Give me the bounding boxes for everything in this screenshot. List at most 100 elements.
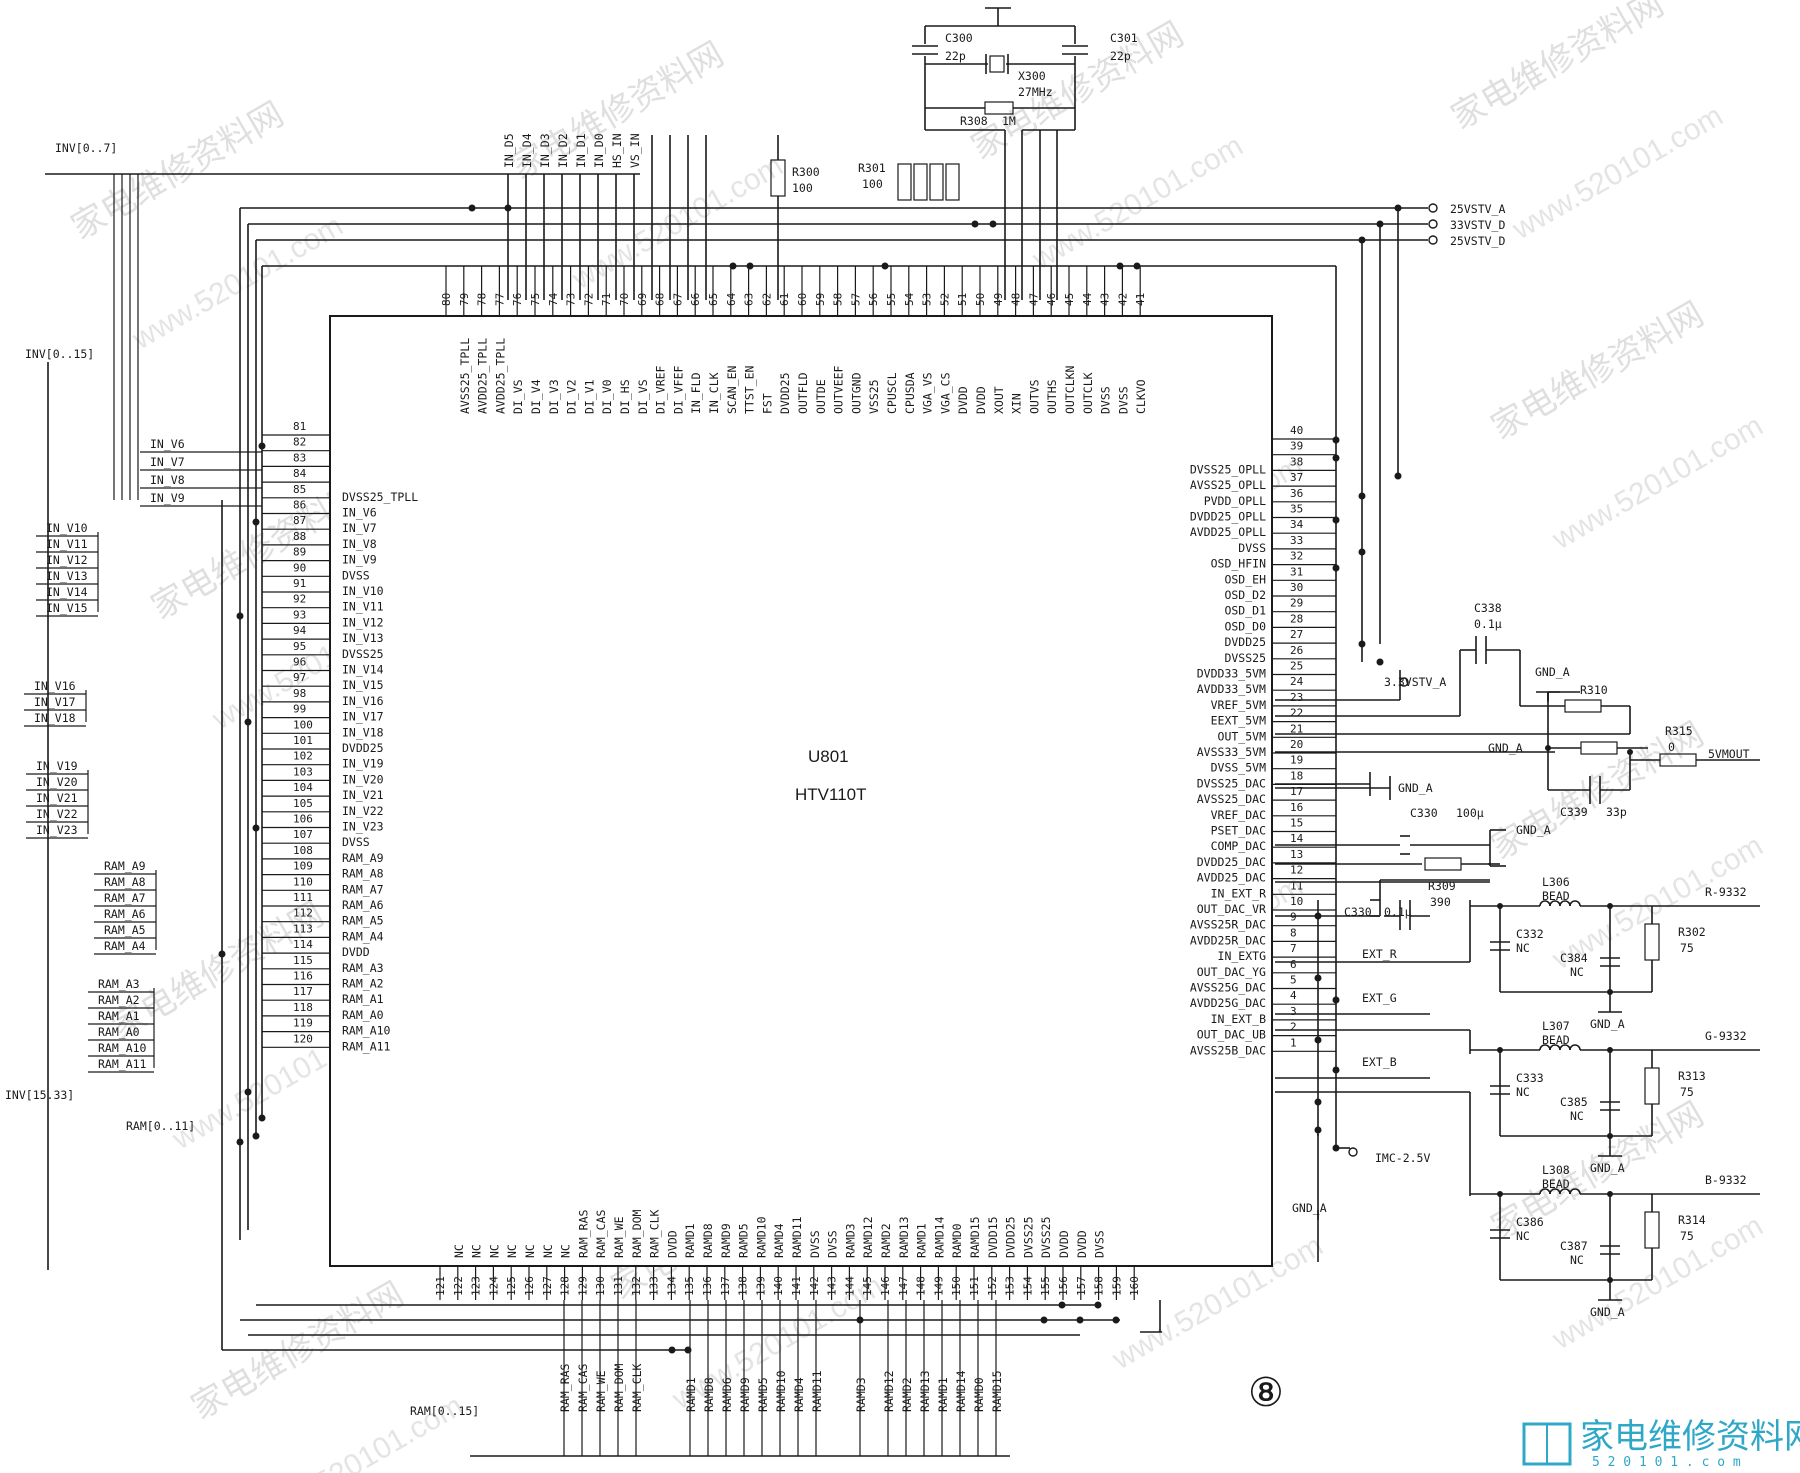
rail-25vstv-a: 25VSTV_A: [1450, 202, 1505, 216]
bottom-pin-number: 134: [665, 1276, 678, 1296]
c339-ref: C339: [1560, 805, 1588, 819]
bead-ref: L307: [1542, 1019, 1570, 1033]
right-pin-name: AVDD25R_DAC: [1190, 933, 1266, 947]
r301-value: 100: [862, 177, 883, 191]
right-pin-name: OSD_EH: [1224, 572, 1266, 586]
r310-ref: R310: [1580, 683, 1608, 697]
bottom-pin-number: 149: [932, 1276, 945, 1296]
left-pin-name: DVSS: [342, 835, 370, 849]
left-signal-label: RAM_A10: [98, 1041, 147, 1055]
bottom-pin-number: 132: [630, 1276, 643, 1296]
right-pin-number: 27: [1290, 628, 1303, 641]
left-pin-name: IN_V15: [342, 678, 384, 692]
left-pin-number: 104: [293, 781, 313, 794]
cap1-ref: C333: [1516, 1071, 1544, 1085]
top-pin-number: 63: [743, 293, 756, 306]
left-signal-label: IN_V10: [46, 521, 88, 535]
bottom-pin-number: 136: [701, 1276, 714, 1296]
top-pin-name: CPUSCL: [885, 372, 899, 414]
res-ref: R313: [1678, 1069, 1706, 1083]
right-pin-number: 28: [1290, 612, 1303, 625]
left-pin-number: 91: [293, 577, 306, 590]
right-pin-number: 5: [1290, 974, 1297, 987]
bus-ram-0-11: RAM[0..11]: [126, 1119, 195, 1133]
left-pin-number: 82: [293, 436, 306, 449]
bottom-signal-label: RAMD6: [720, 1377, 734, 1412]
bottom-pin-number: 146: [879, 1276, 892, 1296]
left-signal-label: IN_V20: [36, 775, 78, 789]
bottom-signal-label: RAMD1: [936, 1377, 950, 1412]
left-pin-number: 85: [293, 483, 306, 496]
right-pin-name: DVDD25_OPLL: [1190, 510, 1266, 524]
r309-value: 390: [1430, 895, 1451, 909]
left-signal-label: RAM_A3: [98, 977, 140, 991]
ext-b-label: EXT_B: [1362, 1055, 1397, 1069]
bottom-pin-name: RAMD1: [915, 1223, 929, 1258]
top-pin-number: 43: [1099, 293, 1112, 306]
bead-value: BEAD: [1542, 1033, 1570, 1047]
right-pin-name: DVSS_5VM: [1211, 761, 1266, 775]
bottom-signal-label: RAMD8: [702, 1377, 716, 1412]
top-pin-number: 75: [529, 293, 542, 306]
cap2-ref: C385: [1560, 1095, 1588, 1109]
top-signal-label: IN_D4: [520, 133, 534, 168]
cap1-ref: C332: [1516, 927, 1544, 941]
right-pin-name: OSD_D2: [1224, 588, 1266, 602]
bottom-pin-number: 150: [950, 1276, 963, 1296]
c330a-ref: C330: [1410, 806, 1438, 820]
top-pin-name: DI_VS: [636, 379, 650, 414]
left-pin-name: RAM_A9: [342, 851, 384, 865]
left-pin-number: 92: [293, 593, 306, 606]
top-pin-name: OUTVEEF: [832, 365, 846, 414]
bottom-pin-name: RAMD0: [950, 1223, 964, 1258]
bottom-pin-number: 125: [505, 1276, 518, 1296]
right-pin-name: OSD_D1: [1224, 604, 1266, 618]
top-signal-label: IN_D1: [574, 133, 588, 168]
bottom-signal-label: RAMD13: [918, 1370, 932, 1412]
left-signal-label: IN_V23: [36, 823, 78, 837]
left-pin-number: 83: [293, 451, 306, 464]
left-pin-name: IN_V17: [342, 710, 384, 724]
bottom-pin-name: RAMD15: [968, 1216, 982, 1258]
bottom-pin-name: NC: [487, 1244, 501, 1258]
top-pin-name: DVDD: [956, 386, 970, 414]
bus-ram-0-15: RAM[0..15]: [410, 1404, 479, 1418]
right-pin-number: 22: [1290, 707, 1303, 720]
net-label: B-9332: [1705, 1173, 1747, 1187]
left-signal-label: IN_V9: [150, 491, 185, 505]
right-pin-name: IN_EXTG: [1218, 949, 1267, 963]
top-pin-number: 46: [1045, 293, 1058, 306]
left-pin-number: 105: [293, 797, 313, 810]
watermark-url: www.520101.com: [246, 1389, 468, 1473]
watermark-text: 家电维修资料网: [965, 14, 1191, 168]
bottom-pin-number: 129: [576, 1276, 589, 1296]
left-signal-label: IN_V7: [150, 455, 185, 469]
top-pin-number: 59: [814, 293, 827, 306]
bottom-signal-label: RAMD14: [954, 1370, 968, 1412]
logo-url: 5 2 0 1 0 1 . c o m: [1592, 1455, 1741, 1470]
top-pin-name: XOUT: [992, 386, 1006, 414]
top-pin-number: 57: [849, 293, 862, 306]
bottom-pin-number: 127: [541, 1276, 554, 1296]
right-pin-number: 26: [1290, 644, 1303, 657]
bottom-signal-label: RAMD2: [900, 1377, 914, 1412]
c330b-ref: C330: [1344, 905, 1372, 919]
r315-ref: R315: [1665, 724, 1693, 738]
bottom-pin-name: RAMD14: [932, 1216, 946, 1258]
top-pin-name: OUTDE: [814, 379, 828, 414]
top-pin-name: IN_CLK: [707, 372, 721, 414]
bottom-signal-label: RAM_CLK: [630, 1363, 644, 1412]
gnd-a-4: GND_A: [1516, 823, 1551, 837]
left-pin-name: IN_V14: [342, 663, 384, 677]
right-pin-name: OUT_DAC_VR: [1197, 902, 1266, 916]
left-pin-name: RAM_A5: [342, 914, 384, 928]
left-pin-name: RAM_A2: [342, 977, 384, 991]
left-pin-name: IN_V19: [342, 757, 384, 771]
top-pin-name: DI_V1: [582, 379, 596, 414]
top-pin-number: 54: [903, 292, 916, 306]
r301-array: [897, 163, 960, 201]
rail-25vstv-d: 25VSTV_D: [1450, 234, 1505, 248]
bottom-pin-name: NC: [559, 1244, 573, 1258]
right-pin-number: 6: [1290, 958, 1297, 971]
right-pin-name: AVDD25_OPLL: [1190, 525, 1266, 539]
